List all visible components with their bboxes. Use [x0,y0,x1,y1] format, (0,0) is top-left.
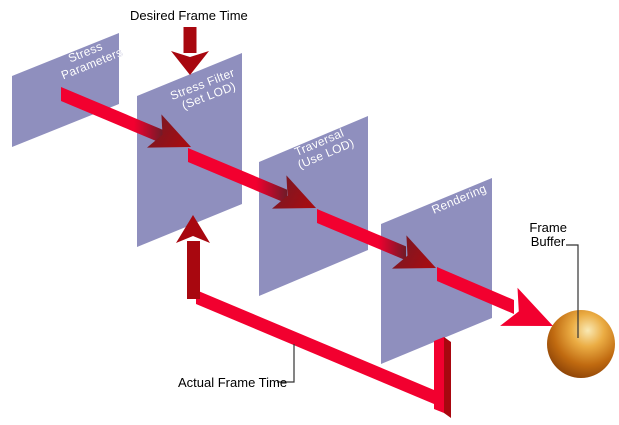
flow-arrow-stage3 [317,209,436,269]
desired-frame-time-label: Desired Frame Time [130,8,248,23]
arrowhead-stage1 [147,114,191,148]
feedback-drop-front [434,337,444,413]
arrowhead-output [500,287,553,326]
feedback-drop-side [444,337,451,418]
arrowhead-stage2 [272,175,316,209]
frame-buffer-pointer-line [566,244,579,338]
flow-arrow-stage2 [188,148,316,209]
panel-rendering [381,178,492,364]
frame-buffer-label: Frame Buffer [529,220,570,249]
frame-buffer-sphere [547,310,615,378]
feedback-loop [176,215,451,418]
arrowhead-stage3 [392,235,436,269]
feedback-up-shaft [187,241,200,299]
feedback-bar [196,290,434,404]
desired-frame-time-arrow [171,27,209,75]
actual-frame-time-label: Actual Frame Time [178,375,287,390]
feedback-up-arrowhead [176,215,210,243]
flow-arrow-stage1 [61,87,191,148]
actual-frame-time-pointer-line [277,344,295,383]
flow-arrow-output [437,267,553,326]
